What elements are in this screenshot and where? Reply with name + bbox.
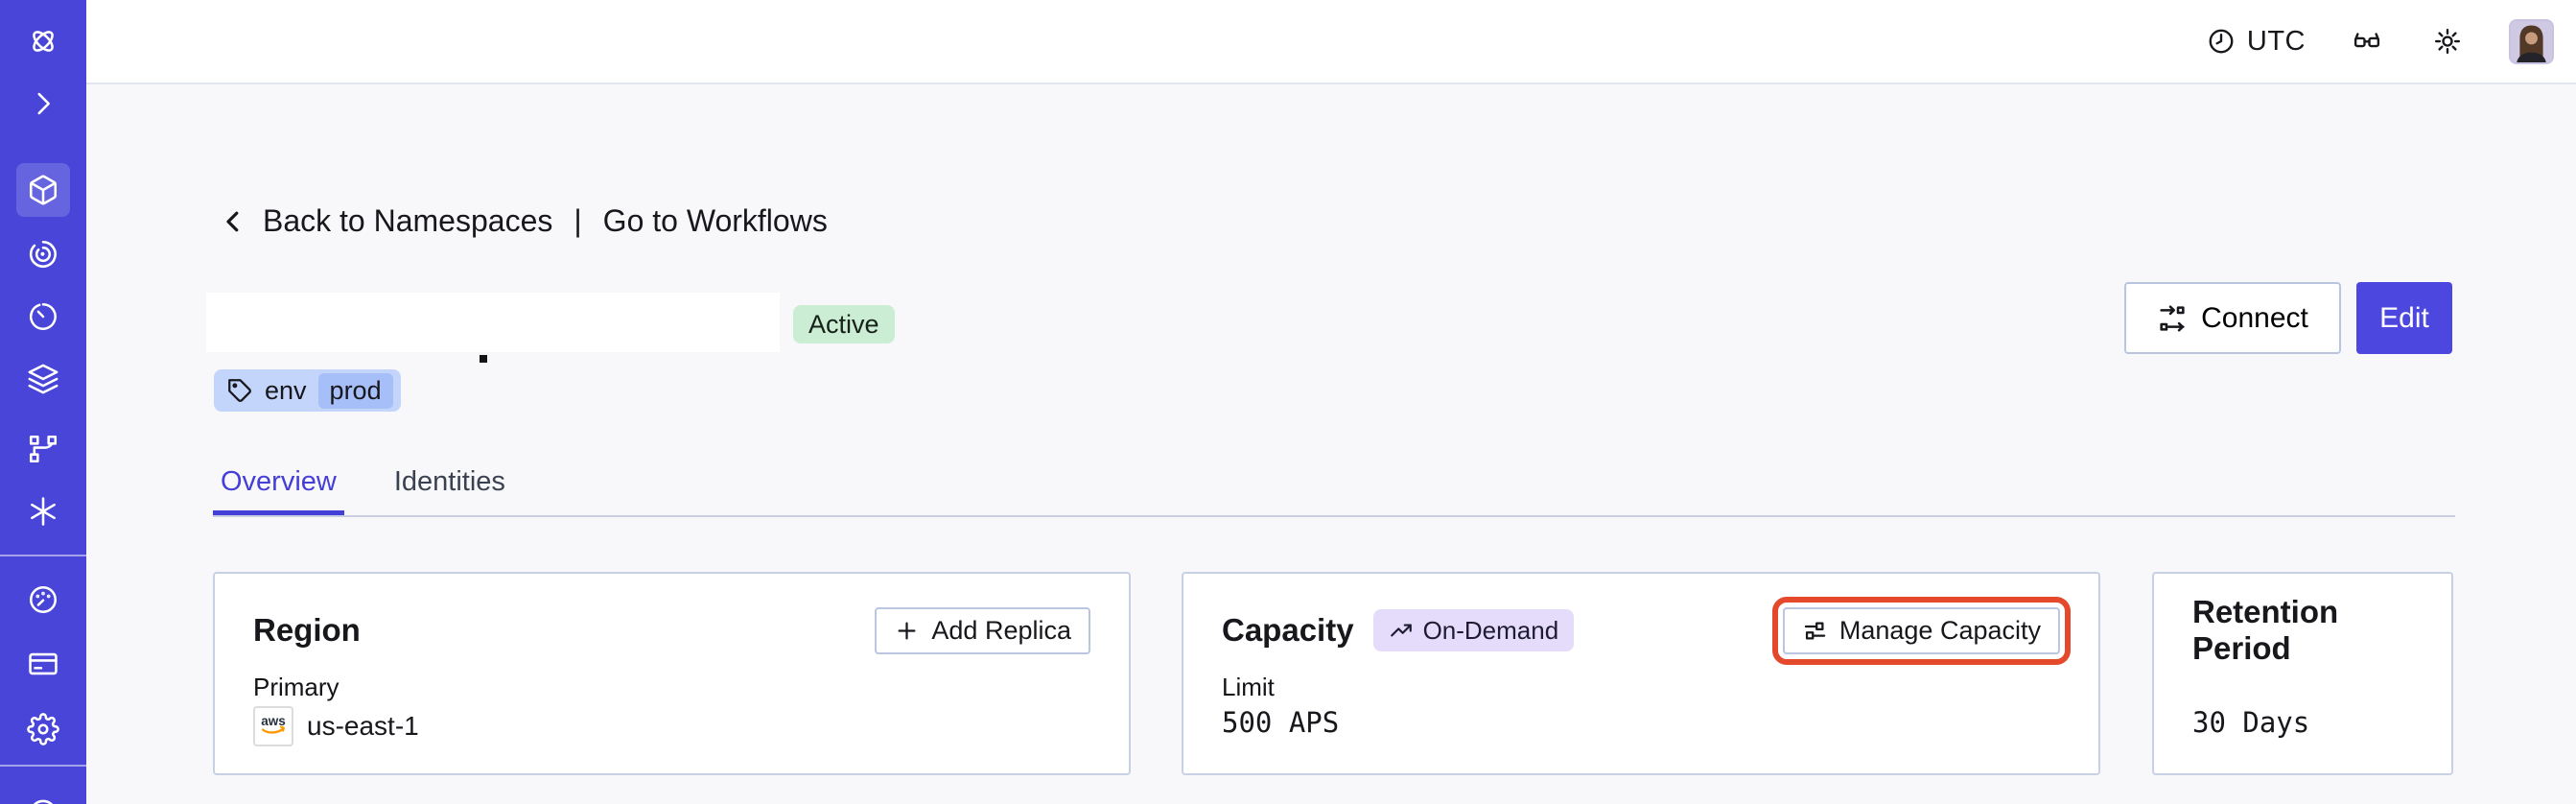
breadcrumb: Back to Namespaces | Go to Workflows [219, 203, 828, 239]
edit-button-label: Edit [2379, 301, 2429, 334]
temporal-logo-icon[interactable] [22, 20, 64, 62]
namespace-tag-chip[interactable]: env prod [214, 369, 401, 412]
chevron-left-icon[interactable] [219, 207, 247, 236]
timezone-label: UTC [2246, 25, 2306, 57]
namespace-name-remnant [480, 355, 487, 363]
back-to-namespaces-link[interactable]: Back to Namespaces [263, 203, 553, 238]
sliders-icon [1802, 618, 1828, 644]
retention-value: 30 Days [2192, 706, 2310, 739]
svg-text:aws: aws [261, 714, 286, 728]
sidebar-item-schedules-icon[interactable] [22, 296, 64, 338]
sidebar-expand-chevron-icon[interactable] [22, 83, 64, 125]
region-value: us-east-1 [307, 711, 419, 741]
status-badge: Active [793, 305, 895, 343]
glasses-icon[interactable] [2348, 22, 2386, 60]
on-demand-badge: On-Demand [1372, 609, 1575, 651]
tab-identities[interactable]: Identities [393, 466, 505, 497]
retention-period-card: Retention Period 30 Days [2152, 572, 2453, 775]
on-demand-label: On-Demand [1422, 615, 1559, 645]
sidebar-divider-bottom [0, 765, 86, 767]
trending-up-icon [1389, 618, 1414, 643]
sidebar-item-settings-icon[interactable] [22, 708, 64, 750]
region-card: Region Add Replica Primary aws us-east-1 [213, 572, 1131, 775]
retention-spacer [2192, 672, 2413, 702]
tag-key: env [265, 375, 307, 405]
sidebar-item-namespaces-icon[interactable] [22, 169, 64, 211]
tag-value: prod [317, 372, 393, 409]
sidebar-divider [0, 555, 86, 556]
clock-icon [2207, 27, 2236, 56]
connect-flow-icon [2157, 303, 2188, 334]
timezone-selector[interactable]: UTC [2207, 26, 2306, 58]
topbar: UTC [86, 0, 2576, 84]
sidebar [0, 0, 86, 804]
sidebar-item-workflows-icon[interactable] [22, 233, 64, 275]
sidebar-item-nexus-icon[interactable] [22, 490, 64, 532]
manage-capacity-button[interactable]: Manage Capacity [1771, 596, 2072, 665]
go-to-workflows-link[interactable]: Go to Workflows [602, 203, 828, 238]
tab-bar-border [213, 515, 2455, 517]
edit-button[interactable]: Edit [2356, 282, 2452, 354]
add-replica-button[interactable]: Add Replica [875, 606, 1090, 654]
tag-icon [227, 378, 253, 404]
sidebar-item-billing-icon[interactable] [22, 643, 64, 685]
breadcrumb-separator: | [574, 203, 582, 238]
sidebar-item-partial-bottom-icon[interactable] [22, 787, 64, 804]
sun-icon[interactable] [2428, 22, 2467, 60]
capacity-card-title: Capacity [1222, 612, 1354, 648]
sidebar-item-deployments-icon[interactable] [22, 358, 64, 400]
capacity-limit-label: Limit [1222, 672, 1275, 701]
capacity-card: Capacity On-Demand [1182, 572, 2100, 775]
capacity-value: 500 APS [1222, 706, 1340, 739]
user-avatar[interactable] [2509, 18, 2554, 64]
region-card-title: Region [253, 612, 361, 648]
sidebar-item-usage-icon[interactable] [22, 579, 64, 621]
retention-card-title: Retention Period [2192, 594, 2339, 666]
sidebar-item-batch-operations-icon[interactable] [22, 428, 64, 470]
add-replica-label: Add Replica [931, 615, 1071, 645]
active-tab-underline [213, 510, 344, 517]
aws-logo-icon: aws [253, 706, 293, 746]
namespace-name-redaction [206, 293, 780, 352]
connect-button[interactable]: Connect [2124, 282, 2341, 354]
tab-bar: Overview Identities [221, 466, 505, 511]
region-primary-label: Primary [253, 672, 340, 701]
plus-icon [894, 618, 920, 644]
connect-button-label: Connect [2201, 301, 2308, 334]
manage-capacity-label: Manage Capacity [1838, 615, 2041, 645]
header-actions: Connect Edit [2124, 282, 2452, 354]
tab-overview[interactable]: Overview [221, 466, 337, 497]
